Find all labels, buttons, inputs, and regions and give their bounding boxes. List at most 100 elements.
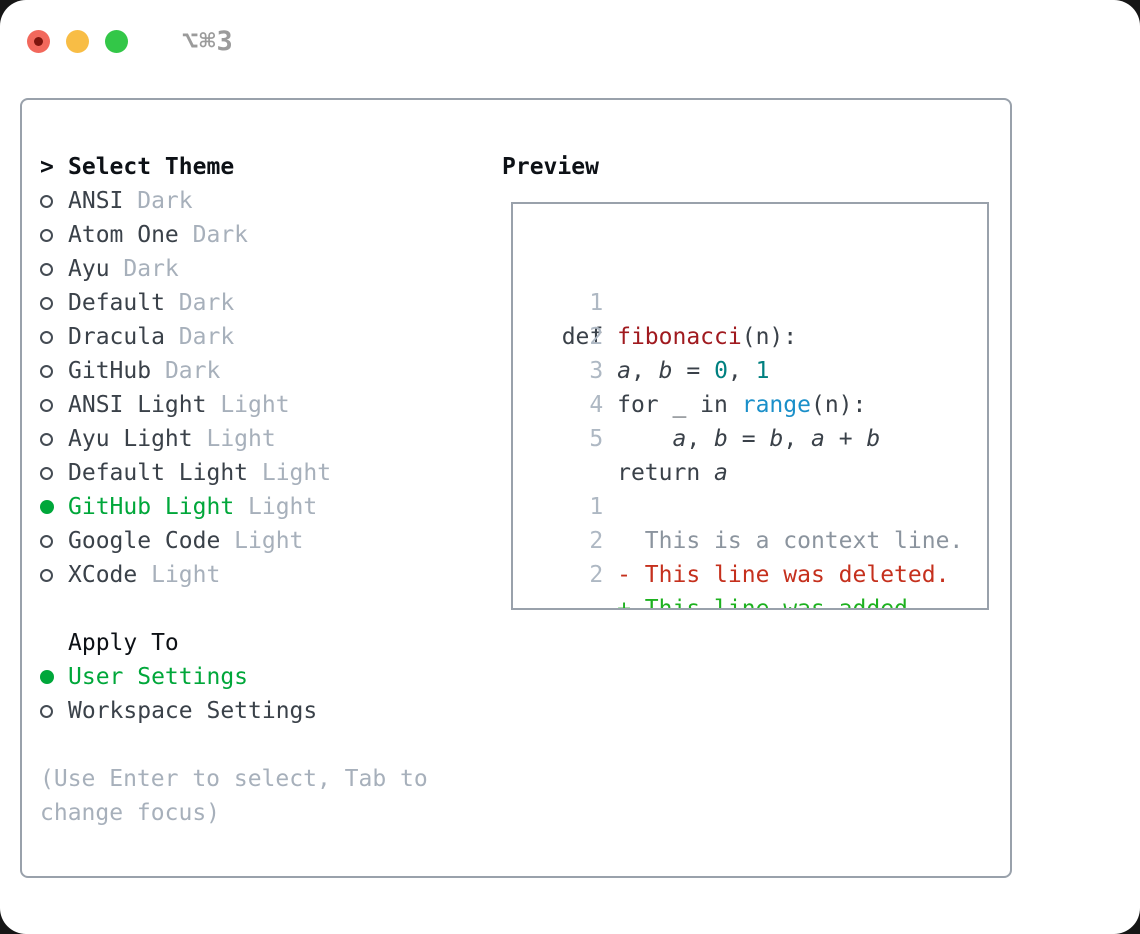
theme-option-default-light[interactable]: Default Light Light: [40, 456, 490, 490]
code-line: 5 return a: [534, 388, 987, 486]
radio-icon: [40, 296, 53, 310]
code-token: ,: [630, 358, 659, 384]
code-token: return: [561, 460, 715, 486]
option-label: Google Code: [68, 528, 221, 554]
code-token: a: [811, 426, 825, 452]
theme-option-github-light[interactable]: GitHub Light Light: [40, 490, 490, 524]
code-token: +: [824, 426, 867, 452]
radio-icon: [40, 398, 53, 412]
line-number: 1: [589, 290, 604, 316]
spacer: [40, 592, 490, 626]
code-line: 2 + This line was added.: [534, 524, 987, 608]
code-token: b: [866, 426, 881, 452]
cursor-prefix-icon: >: [40, 154, 54, 180]
option-tag: Light: [151, 562, 221, 588]
radio-icon: [40, 500, 54, 514]
code-token: for _ in: [561, 392, 742, 418]
code-token: range: [741, 392, 811, 418]
code-line: 2 a, b = 0, 1: [534, 286, 987, 384]
option-tag: Light: [220, 392, 290, 418]
code-line: 1 def fibonacci(n):: [534, 252, 987, 350]
theme-option-ayu[interactable]: Ayu Dark: [40, 252, 490, 286]
theme-option-default[interactable]: Default Dark: [40, 286, 490, 320]
theme-option-ayu-light[interactable]: Ayu Light Light: [40, 422, 490, 456]
radio-icon: [40, 568, 53, 582]
preview-code-box: 1 def fibonacci(n): 2 a, b = 0, 1 3 for …: [511, 202, 989, 610]
code-token: a: [672, 426, 687, 452]
option-tag: Dark: [164, 358, 221, 384]
radio-icon: [40, 704, 53, 718]
code-line: 2 - This line was deleted.: [534, 490, 987, 588]
line-number: 4: [589, 392, 604, 418]
radio-icon: [40, 432, 53, 446]
code-lines: 1 def fibonacci(n): 2 a, b = 0, 1 3 for …: [534, 252, 987, 608]
theme-picker-panel: > Select Theme ANSI Dark Atom One Dark A…: [20, 98, 1012, 878]
code-token: a: [617, 358, 631, 384]
code-token: ,: [686, 426, 715, 452]
line-number: 2: [589, 528, 604, 554]
line-number: 5: [589, 426, 604, 452]
code-token: ,: [783, 426, 812, 452]
radio-icon: [40, 330, 53, 344]
code-token: a: [714, 460, 728, 486]
option-tag: Light: [248, 494, 318, 520]
apply-to-list: User Settings Workspace Settings: [40, 660, 490, 728]
code-line: 4 a, b = b, a + b: [534, 354, 987, 452]
code-token: =: [727, 426, 770, 452]
option-label: Dracula: [68, 324, 165, 350]
option-tag: Dark: [123, 256, 179, 282]
theme-option-atom-one[interactable]: Atom One Dark: [40, 218, 490, 252]
titlebar: ⌥⌘3: [27, 26, 234, 57]
radio-icon: [40, 466, 53, 480]
option-label: XCode: [68, 562, 138, 588]
theme-option-ansi[interactable]: ANSI Dark: [40, 184, 490, 218]
theme-option-ansi-light[interactable]: ANSI Light Light: [40, 388, 490, 422]
code-token: b: [658, 358, 673, 384]
option-label: GitHub Light: [68, 494, 235, 520]
option-tag: Light: [234, 528, 304, 554]
code-line: 1 This is a context line.: [534, 456, 987, 554]
option-tag: Light: [206, 426, 276, 452]
code-token: b: [769, 426, 784, 452]
line-number: 3: [589, 358, 604, 384]
select-theme-header: > Select Theme: [40, 150, 490, 184]
radio-icon: [40, 534, 53, 548]
code-token: =: [672, 358, 715, 384]
apply-option-user-settings[interactable]: User Settings: [40, 660, 490, 694]
radio-icon: [40, 262, 53, 276]
radio-icon: [40, 194, 53, 208]
theme-option-dracula[interactable]: Dracula Dark: [40, 320, 490, 354]
theme-list: ANSI Dark Atom One Dark Ayu Dark Default…: [40, 184, 490, 592]
line-number: 2: [589, 324, 604, 350]
theme-list-column: > Select Theme ANSI Dark Atom One Dark A…: [40, 150, 490, 830]
code-token: ,: [727, 358, 756, 384]
theme-option-github[interactable]: GitHub Dark: [40, 354, 490, 388]
option-label: Ayu: [68, 256, 110, 282]
option-label: Ayu Light: [68, 426, 193, 452]
preview-title: Preview: [502, 154, 599, 180]
option-tag: Dark: [178, 290, 235, 316]
close-button-icon[interactable]: [27, 30, 50, 53]
option-label: GitHub: [68, 358, 152, 384]
radio-icon: [40, 670, 54, 684]
code-token: fibonacci: [617, 324, 742, 350]
option-label: Workspace Settings: [68, 698, 318, 724]
code-token: + This line was added.: [561, 596, 922, 610]
theme-option-xcode[interactable]: XCode Light: [40, 558, 490, 592]
code-token: def: [561, 324, 618, 350]
option-label: User Settings: [68, 664, 249, 690]
apply-to-header: Apply To: [40, 626, 490, 660]
line-number: 2: [589, 562, 604, 588]
minimize-button-icon[interactable]: [66, 30, 89, 53]
option-tag: Dark: [137, 188, 193, 214]
apply-option-workspace-settings[interactable]: Workspace Settings: [40, 694, 490, 728]
option-label: Atom One: [68, 222, 179, 248]
option-label: ANSI: [68, 188, 124, 214]
option-label: Default Light: [68, 460, 249, 486]
code-token: (n):: [741, 324, 798, 350]
option-tag: Light: [261, 460, 332, 486]
zoom-button-icon[interactable]: [105, 30, 128, 53]
option-tag: Dark: [192, 222, 249, 248]
theme-option-google-code[interactable]: Google Code Light: [40, 524, 490, 558]
